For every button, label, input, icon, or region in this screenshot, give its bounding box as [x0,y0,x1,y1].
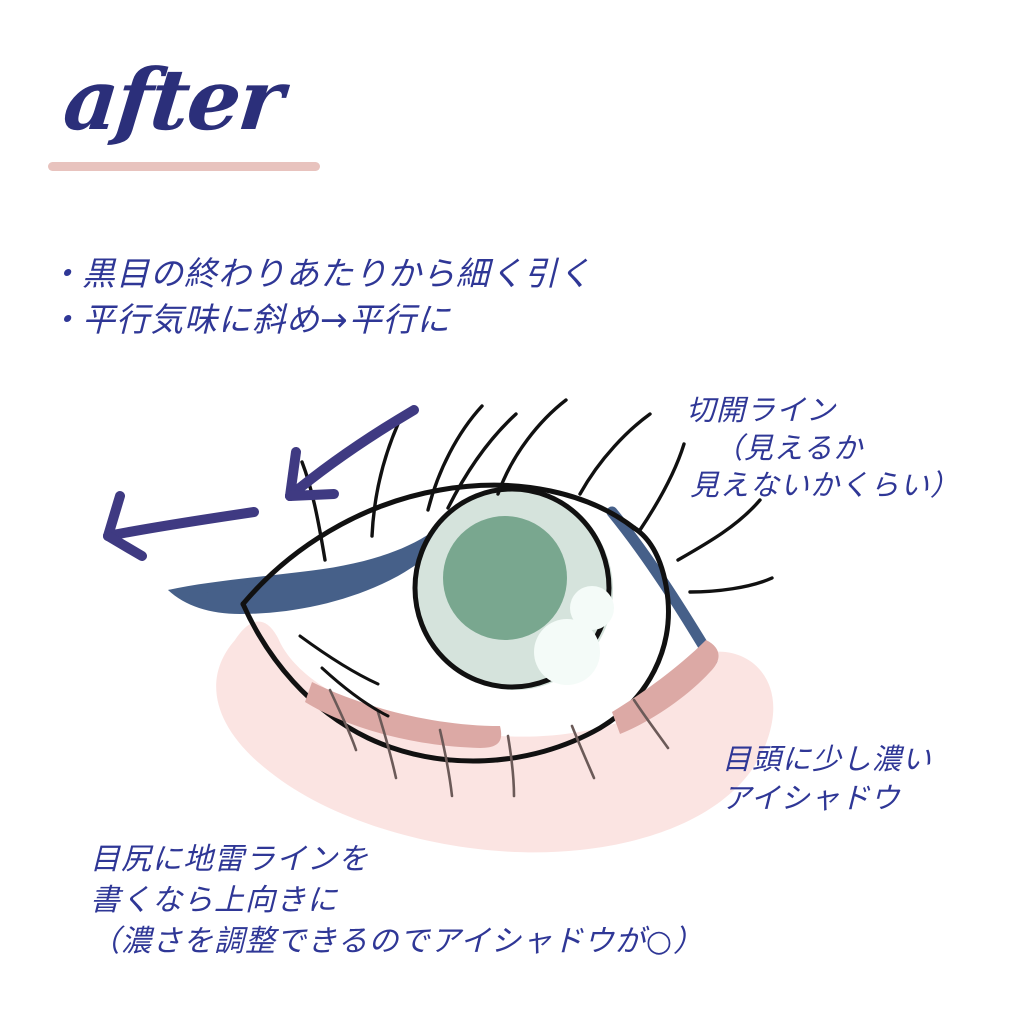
annotation-outer-corner: 目尻に地雷ラインを 書くなら上向きに （濃さを調整できるのでアイシャドウが○） [90,840,704,962]
upper-lashes [300,398,652,562]
lower-lid-crease [298,634,390,718]
arrow-horizontal [103,491,259,561]
annotation-incision-line: 切開ライン （見えるか 見えないかくらい） [686,392,960,505]
arrow-diagonal [285,405,419,501]
title-underline [48,162,320,171]
annotation-outer-corner-line-2: 書くなら上向きに [90,882,338,918]
pupil [443,516,567,640]
annotation-outer-corner-line-3: （濃さを調整できるのでアイシャドウが○） [90,923,705,959]
inner-corner-shadow [612,640,719,734]
eyeliner-wing [168,494,492,614]
annotation-inner-corner-line-1: 目頭に少し濃い [722,742,933,776]
incision-line [606,506,718,666]
iris-outline [412,486,612,690]
annotation-inner-corner: 目頭に少し濃い アイシャドウ [722,740,932,818]
bullet-item-2: ・平行気味に斜め→平行に [48,299,451,339]
inner-corner-lashes [638,442,774,594]
upper-lid-line [240,482,637,607]
bullet-notes: ・黒目の終わりあたりから細く引く ・平行気味に斜め→平行に [48,252,592,343]
eyeliner-wing-tail [168,576,278,596]
annotation-inner-corner-line-2: アイシャドウ [722,781,901,816]
annotation-outer-corner-line-1: 目尻に地雷ラインを [90,842,369,877]
lower-lashes [328,688,670,798]
highlight-small [570,586,614,630]
annotation-incision-line-3: 見えないかくらい） [690,468,961,503]
annotation-incision-line-2: （見えるか [714,430,864,465]
highlight-large [534,619,600,685]
title-block: after [48,50,320,171]
outer-corner-shadow [305,682,502,748]
annotation-incision-line-1: 切開ライン [686,393,837,427]
bullet-item-1: ・黒目の終わりあたりから細く引く [48,254,592,293]
